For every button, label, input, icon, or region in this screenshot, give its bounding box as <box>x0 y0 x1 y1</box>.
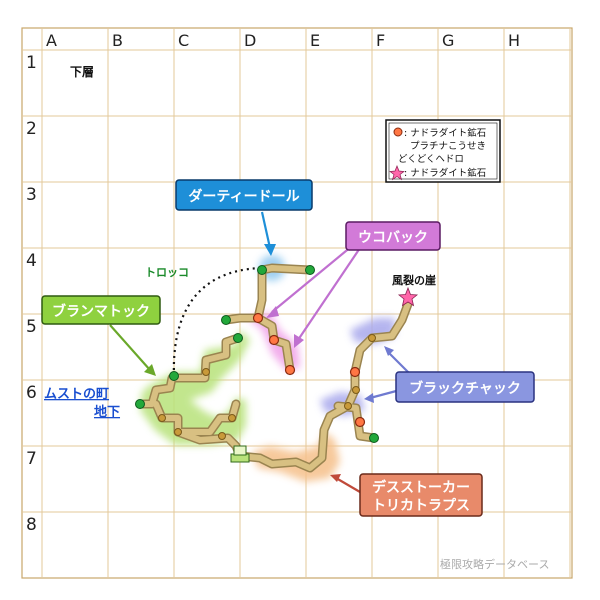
town-label-line-2[interactable]: 地下 <box>94 404 120 420</box>
town-label-line-1[interactable]: ムストの町 <box>44 387 109 402</box>
node-green-icon <box>233 333 243 343</box>
exit-stairs-icon <box>230 445 250 463</box>
col-label-h: H <box>508 31 520 50</box>
node-green-icon <box>221 315 231 325</box>
legend-circle-line-3: どくどくヘドロ <box>398 154 464 165</box>
col-label-e: E <box>310 31 320 50</box>
arrow-buranmatokku <box>109 324 151 371</box>
callout-ukobakku-label: ウコバック <box>358 230 428 246</box>
node-green-icon <box>169 371 179 381</box>
node-green-icon <box>135 399 145 409</box>
node-green-icon <box>305 265 315 275</box>
arrow-head-icon <box>364 393 374 403</box>
legend: : ナドラダイト鉱石 プラチナこうせき どくどくヘドロ : ナドラダイト鉱石 <box>385 119 501 183</box>
arrow-head-icon <box>144 364 156 376</box>
ore-node-icon <box>284 364 296 376</box>
arrow-head-icon <box>384 346 394 356</box>
callout-arrows <box>109 211 411 493</box>
col-label-c: C <box>178 31 189 50</box>
arrow-head-icon <box>294 334 304 348</box>
node-tan-icon <box>174 428 182 436</box>
arrow-head-icon <box>266 306 279 318</box>
arrow-head-icon <box>264 244 276 256</box>
trolley-label: トロッコ <box>145 266 189 279</box>
row-label-8: 8 <box>26 515 37 535</box>
col-label-d: D <box>244 31 256 50</box>
legend-star-line: : ナドラダイト鉱石 <box>404 167 486 179</box>
ore-node-icon <box>354 416 366 428</box>
cave-paths <box>135 263 413 473</box>
callout-buranmatokku: ブランマトック <box>41 295 161 325</box>
floor-label: 下層 <box>70 65 94 79</box>
zone-death-stalker <box>252 432 340 482</box>
arrow-death-stalker <box>335 477 361 493</box>
callout-death-stalker-label-1: デスストーカー <box>372 479 470 496</box>
legend-circle-line-2: プラチナこうせき <box>410 141 486 152</box>
trolley-route <box>172 266 263 377</box>
col-label-f: F <box>376 31 385 50</box>
col-label-g: G <box>442 31 454 50</box>
col-label-b: B <box>112 31 123 50</box>
callout-dirty-doll: ダーティードール <box>175 179 313 211</box>
legend-circle-line-1: : ナドラダイト鉱石 <box>404 127 486 139</box>
callout-ukobakku: ウコバック <box>345 221 441 251</box>
row-label-6: 6 <box>26 383 37 403</box>
callout-dirty-doll-label: ダーティードール <box>188 188 299 205</box>
row-label-5: 5 <box>26 317 37 337</box>
callout-black-jack: ブラックチャック <box>395 371 535 403</box>
callout-black-jack-label: ブラックチャック <box>409 380 521 397</box>
cliff-label: 風裂の崖 <box>392 273 436 287</box>
callout-buranmatokku-label: ブランマトック <box>52 303 150 320</box>
node-tan-icon <box>352 386 360 394</box>
arrow-dirty-doll <box>260 211 272 249</box>
col-label-a: A <box>46 31 57 50</box>
arrow-ukobakku-2 <box>297 247 361 341</box>
node-green-icon <box>369 433 379 443</box>
arrow-ukobakku-1 <box>271 245 353 313</box>
node-tan-icon <box>228 414 236 422</box>
node-tan-icon <box>368 334 376 342</box>
row-label-2: 2 <box>26 119 37 139</box>
node-green-icon <box>257 265 267 275</box>
ore-node-icon <box>252 312 264 324</box>
node-tan-icon <box>218 432 226 440</box>
legend-star-icon <box>389 165 405 181</box>
ore-node-icon <box>268 334 280 346</box>
watermark: 極限攻略データベース <box>440 557 549 571</box>
node-tan-icon <box>202 368 210 376</box>
callout-death-stalker: デスストーカー トリカトラプス <box>359 473 483 517</box>
row-label-4: 4 <box>26 251 37 271</box>
nodes <box>135 265 419 463</box>
star-ore-icon <box>397 286 419 307</box>
row-label-7: 7 <box>26 449 37 469</box>
row-label-3: 3 <box>26 185 37 205</box>
legend-box <box>385 119 501 183</box>
ore-node-icon <box>349 366 361 378</box>
callout-death-stalker-label-2: トリカトラプス <box>372 498 470 514</box>
legend-inner-border <box>388 122 498 180</box>
arrow-black-jack-1 <box>387 351 411 375</box>
arrow-head-icon <box>330 474 341 482</box>
node-tan-icon <box>344 402 352 410</box>
node-tan-icon <box>158 414 166 422</box>
legend-circle-icon <box>393 127 403 137</box>
row-label-1: 1 <box>26 53 37 73</box>
arrow-black-jack-2 <box>369 388 401 400</box>
